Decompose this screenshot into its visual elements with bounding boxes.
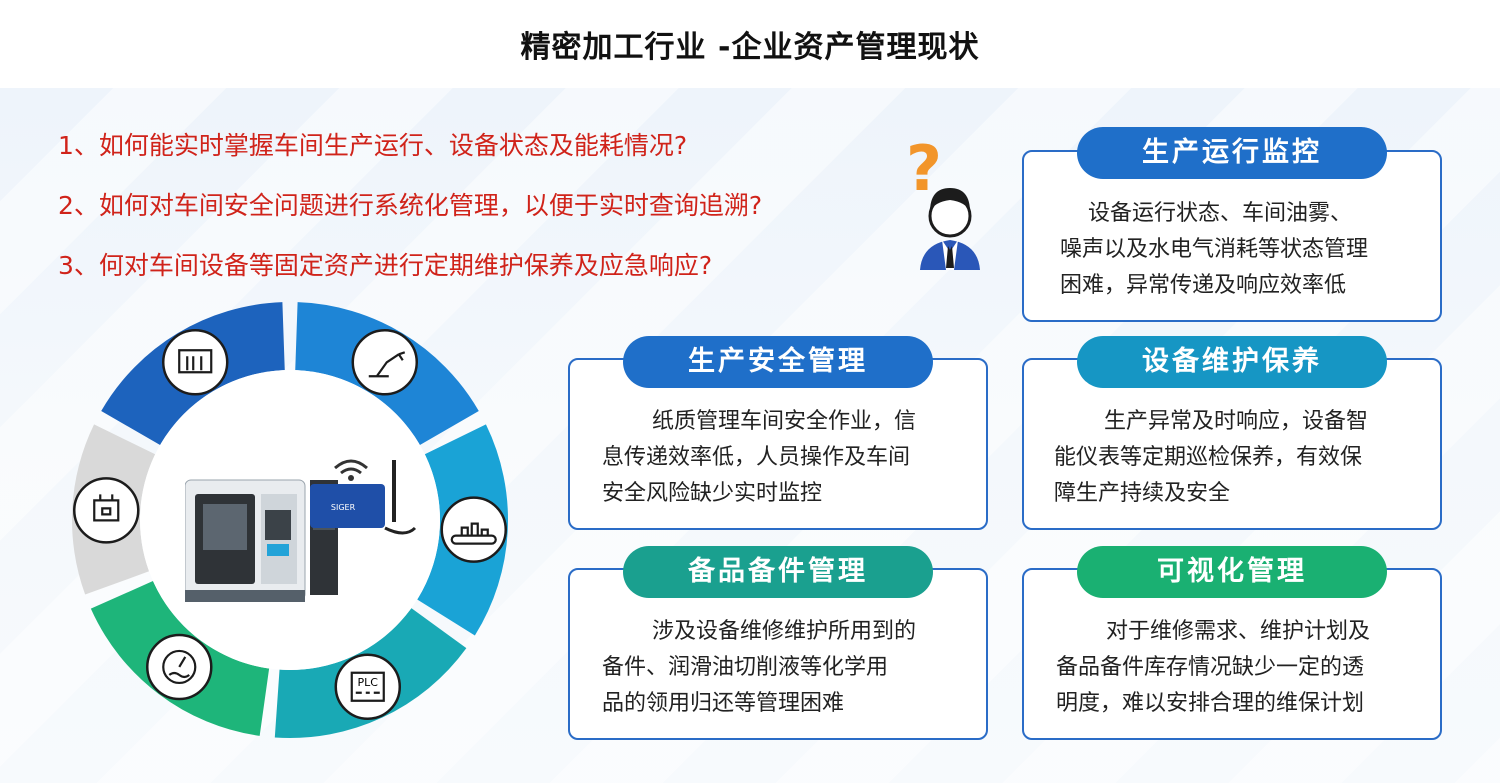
plc-label: PLC [358,676,379,689]
pill-safety-management: 生产安全管理 [623,336,933,388]
robot-arm-icon [351,329,419,396]
card-safety-management: 纸质管理车间安全作业，信 息传递效率低，人员操作及车间 安全风险缺少实时监控 [568,358,988,530]
card-line: 设备运行状态、车间油雾、 [1088,201,1353,226]
pill-production-monitoring: 生产运行监控 [1077,127,1387,179]
wifi-icon [334,459,368,481]
conveyor-belt-icon [440,496,507,563]
monitor-screen-icon [161,329,229,396]
page-title: 精密加工行业 -企业资产管理现状 [520,30,980,65]
question-2: 2、如何对车间安全问题进行系统化管理，以便于实时查询追溯? [58,191,763,220]
card-spare-parts-text: 涉及设备维修维护所用到的 备件、润滑油切削液等化学用 品的领用归还等管理困难 [602,614,972,722]
gateway-brand-label: SIGER [331,503,356,512]
pill-equipment-maintenance: 设备维护保养 [1077,336,1387,388]
pill-spare-parts: 备品备件管理 [623,546,933,598]
card-line: 纸质管理车间安全作业，信 [652,409,917,434]
card-line: 生产异常及时响应，设备智 [1104,409,1369,434]
question-mark-icon: ? [906,132,942,205]
card-line: 安全风险缺少实时监控 [602,481,823,506]
cnc-machine-with-gateway: SIGER [185,459,417,602]
question-3: 3、何对车间设备等固定资产进行定期维护保养及应急响应? [58,251,713,280]
card-visualization: 对于维修需求、维护计划及 备品备件库存情况缺少一定的透 明度，难以安排合理的维保… [1022,568,1442,740]
question-1: 1、如何能实时掌握车间生产运行、设备状态及能耗情况? [58,131,688,160]
card-line: 能仪表等定期巡检保养，有效保 [1054,445,1363,470]
card-line: 对于维修需求、维护计划及 [1106,619,1371,644]
card-line: 备件、润滑油切削液等化学用 [602,655,889,680]
card-line: 障生产持续及安全 [1054,481,1231,506]
card-line: 备品备件库存情况缺少一定的透 [1056,655,1365,680]
card-production-monitoring-text: 设备运行状态、车间油雾、 噪声以及水电气消耗等状态管理 困难，异常传递及响应效率… [1060,196,1430,304]
card-line: 涉及设备维修维护所用到的 [652,619,917,644]
card-line: 明度，难以安排合理的维保计划 [1056,691,1365,716]
card-line: 息传递效率低，人员操作及车间 [602,445,911,470]
pill-visualization: 可视化管理 [1077,546,1387,598]
thinking-person-icon: ? [906,132,980,270]
card-line: 困难，异常传递及响应效率低 [1060,273,1347,298]
card-visualization-text: 对于维修需求、维护计划及 备品备件库存情况缺少一定的透 明度，难以安排合理的维保… [1056,614,1436,722]
gateway-router-icon: SIGER [310,460,417,535]
card-equipment-maintenance-text: 生产异常及时响应，设备智 能仪表等定期巡检保养，有效保 障生产持续及安全 [1054,404,1434,512]
card-line: 噪声以及水电气消耗等状态管理 [1060,237,1369,262]
valve-sensor-icon [73,477,140,544]
card-safety-management-text: 纸质管理车间安全作业，信 息传递效率低，人员操作及车间 安全风险缺少实时监控 [602,404,972,512]
gauge-meter-icon [146,633,213,701]
card-line: 品的领用归还等管理困难 [602,691,845,716]
plc-controller-icon: PLC [334,653,402,721]
